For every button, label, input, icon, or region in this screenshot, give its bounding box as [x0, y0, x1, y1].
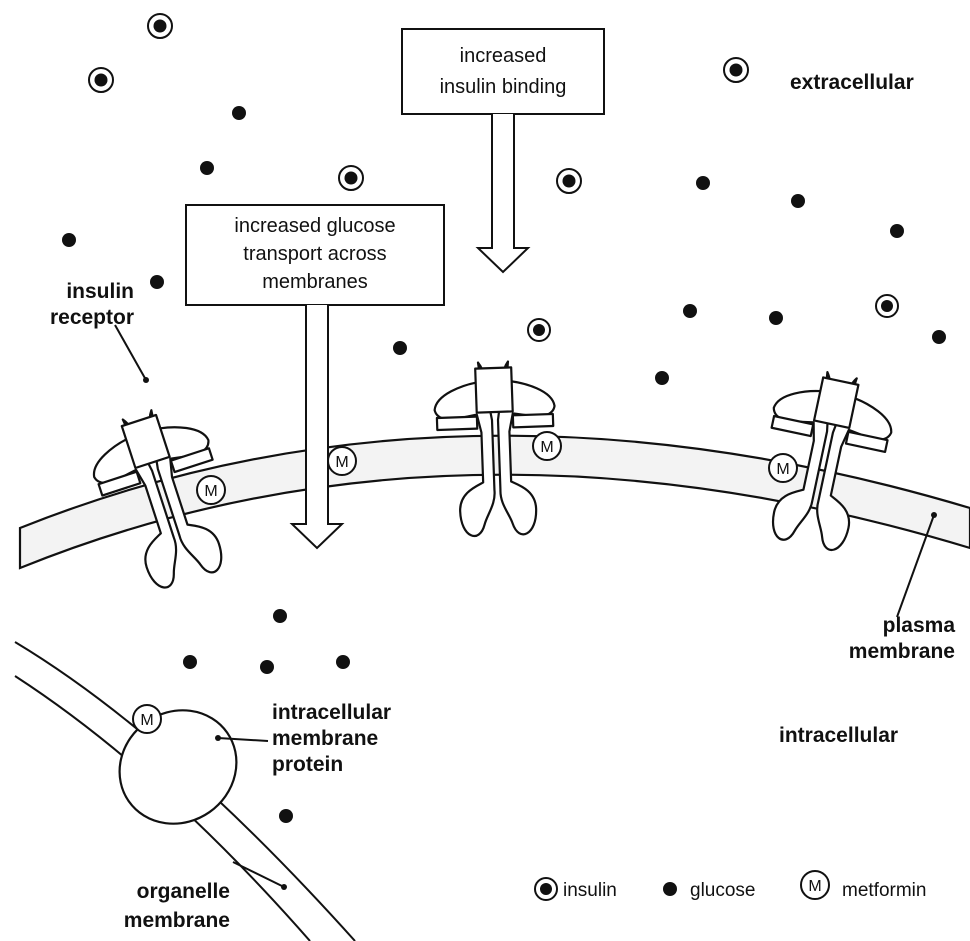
intracellular-membrane-protein [97, 688, 258, 847]
organelle-membrane-label-line-1: organelle [137, 880, 230, 903]
legend-glucose-label: glucose [690, 880, 756, 901]
glucose-molecule [150, 275, 164, 289]
glucose-molecule [769, 311, 783, 325]
glucose-molecule [932, 330, 946, 344]
glucose-molecule [393, 341, 407, 355]
extracellular-label: extracellular [790, 71, 914, 94]
glucose-molecule [791, 194, 805, 208]
glucose-molecule [200, 161, 214, 175]
glucose-molecule [279, 809, 293, 823]
legend-insulin-label: insulin [563, 880, 617, 901]
legend-metformin-icon: M [801, 871, 829, 899]
glucose-molecule [62, 233, 76, 247]
insulin-molecule [724, 58, 748, 82]
plasma-membrane-label-line-1: plasma [883, 614, 956, 637]
glucose-transport-line-1: increased glucose [234, 215, 395, 237]
insulin-molecule [89, 68, 113, 92]
insulin-molecule [557, 169, 581, 193]
metformin-marker: M [533, 432, 561, 460]
insulin-receptor-leader [115, 325, 146, 380]
legend: insulin glucose M metformin [535, 871, 926, 901]
glucose-molecule [696, 176, 710, 190]
glucose-transport-line-3: membranes [262, 271, 368, 293]
glucose-molecule [336, 655, 350, 669]
organelle-membrane-label-line-2: membrane [124, 909, 230, 932]
metformin-marker: M [769, 454, 797, 482]
metformin-symbol: M [540, 439, 553, 456]
metformin-marker: M [133, 705, 161, 733]
legend-metformin-symbol: M [808, 878, 821, 895]
insulin-receptor-label-line-2: receptor [50, 306, 134, 329]
plasma-membrane-label-line-2: membrane [849, 640, 955, 663]
insulin-molecule [148, 14, 172, 38]
insulin-receptor-label-line-1: insulin [66, 280, 134, 303]
metformin-symbol: M [776, 461, 789, 478]
intracellular-label: intracellular [779, 724, 898, 747]
glucose-transport-arrow [292, 305, 342, 548]
metformin-symbol: M [335, 454, 348, 471]
insulin-molecule [339, 166, 363, 190]
metformin-marker: M [197, 476, 225, 504]
glucose-molecule [273, 609, 287, 623]
intracellular-protein-leader-dot [215, 735, 221, 741]
glucose-molecule [183, 655, 197, 669]
legend-insulin-icon [535, 878, 557, 900]
glucose-molecule [890, 224, 904, 238]
glucose-molecule [232, 106, 246, 120]
legend-metformin-label: metformin [842, 880, 926, 901]
insulin-binding-line-2: insulin binding [440, 76, 567, 98]
legend-glucose-icon [663, 882, 677, 896]
glucose-molecule [655, 371, 669, 385]
glucose-molecule [683, 304, 697, 318]
intracellular-protein-label-line-3: protein [272, 753, 343, 776]
organelle-membrane-leader-dot [281, 884, 287, 890]
intracellular-protein-label-line-2: membrane [272, 727, 378, 750]
glucose-transport-line-2: transport across [243, 243, 386, 265]
plasma-membrane-leader-dot [931, 512, 937, 518]
metformin-symbol: M [204, 483, 217, 500]
insulin-binding-arrow [478, 114, 528, 272]
metformin-symbol: M [140, 712, 153, 729]
intracellular-protein-label-line-1: intracellular [272, 701, 391, 724]
insulin-receptor-leader-dot [143, 377, 149, 383]
insulin-binding-line-1: increased [460, 45, 547, 67]
insulin-molecule [528, 319, 550, 341]
insulin-molecule [876, 295, 898, 317]
metformin-marker: M [328, 447, 356, 475]
glucose-molecule [260, 660, 274, 674]
